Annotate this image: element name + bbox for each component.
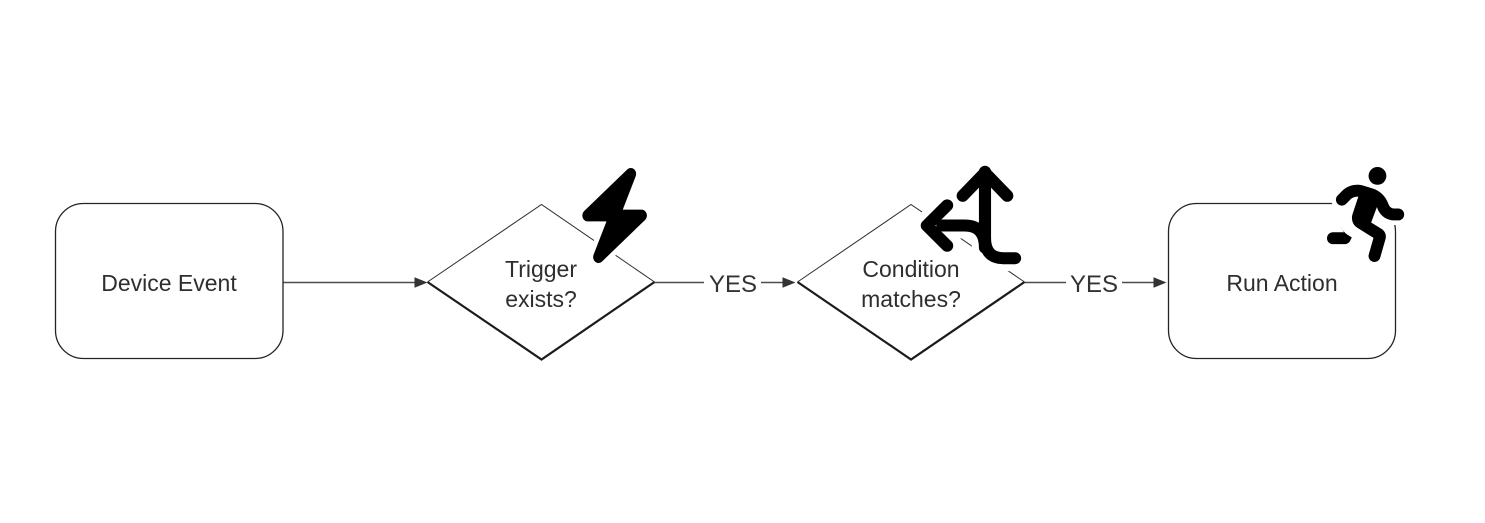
arrows-split-glyph [920, 165, 1022, 265]
device-event-box [54, 202, 284, 360]
edge-device-event-to-trigger [283, 277, 428, 288]
run-action-label: Run Action [1226, 270, 1337, 296]
condition-label-line1: Condition [862, 256, 959, 282]
arrowhead-icon [414, 277, 428, 288]
lightning-bolt-glyph [582, 167, 647, 263]
edge-label-yes: YES [1070, 271, 1118, 298]
edge-condition-to-run-action: YES [1024, 271, 1167, 298]
device-event-label: Device Event [101, 270, 237, 296]
trigger-diamond-bottom-edges [426, 281, 656, 361]
edge-trigger-to-condition: YES [654, 271, 796, 298]
trigger-diamond-top-edges [427, 203, 655, 283]
arrows-split-up-left-icon [913, 158, 1029, 272]
edge-label-yes: YES [709, 271, 757, 298]
person-running-icon [1322, 162, 1409, 267]
arrowhead-icon [782, 277, 796, 288]
person-running-glyph [1327, 167, 1405, 262]
node-device-event: Device Event [54, 202, 284, 360]
lightning-bolt-icon [577, 162, 652, 269]
trigger-label-line2: exists? [505, 286, 577, 312]
condition-diamond-bottom-edges [796, 281, 1026, 361]
trigger-label-line1: Trigger [505, 256, 577, 282]
condition-label-line2: matches? [861, 286, 961, 312]
arrowhead-icon [1153, 277, 1167, 288]
